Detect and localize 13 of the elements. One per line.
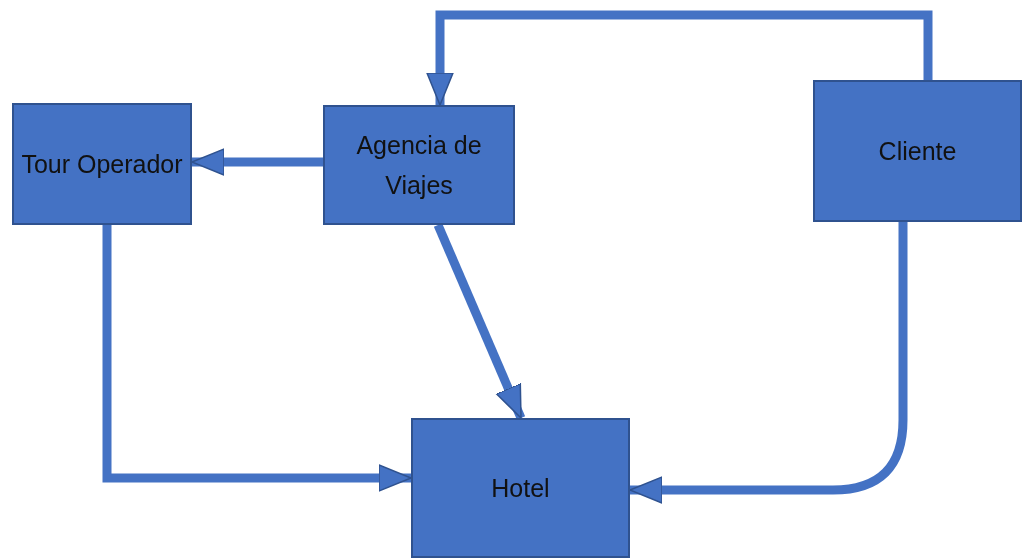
box-label: Hotel <box>491 473 550 504</box>
arrow <box>191 148 323 176</box>
arrow <box>629 222 908 504</box>
arrow <box>433 223 526 420</box>
box-label: Tour Operador <box>21 149 183 180</box>
process-box <box>12 103 192 225</box>
box-label: Agencia de Viajes <box>355 130 483 201</box>
arrow <box>102 225 412 492</box>
box-label: Cliente <box>878 136 957 167</box>
process-box <box>411 418 630 558</box>
arrow <box>426 10 933 106</box>
process-box <box>813 80 1022 222</box>
process-box <box>323 105 515 225</box>
